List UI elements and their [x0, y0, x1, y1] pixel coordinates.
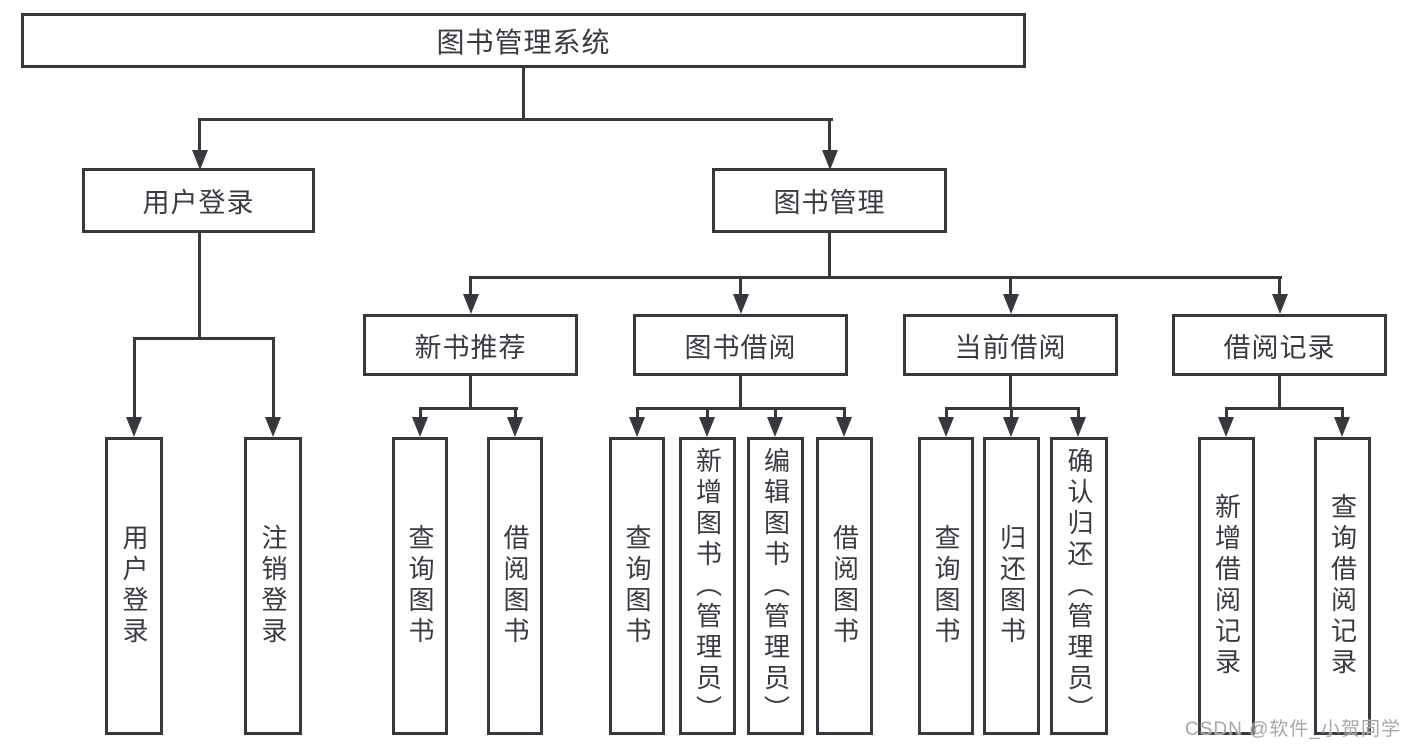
node-book-borrow: 图书借阅 — [633, 314, 848, 376]
node-borrow-records: 借阅记录 — [1172, 314, 1387, 376]
arrowhead-down-icon — [822, 150, 838, 170]
node-root: 图书管理系统 — [21, 13, 1026, 68]
connector-line — [198, 118, 833, 121]
connector-line — [636, 407, 846, 410]
arrowhead-down-icon — [836, 417, 852, 437]
arrowhead-down-icon — [412, 417, 428, 437]
node-book-borrow-label: 图书借阅 — [684, 332, 797, 363]
connector-line — [469, 276, 472, 296]
node-user-login: 用户登录 — [82, 168, 315, 233]
csdn-watermark: CSDN @软件_小贺同学 — [1185, 719, 1401, 740]
arrowhead-down-icon — [126, 417, 142, 437]
connector-line — [1225, 407, 1344, 410]
connector-line — [1077, 407, 1080, 419]
arrowhead-down-icon — [733, 294, 749, 314]
connector-line — [828, 233, 831, 278]
connector-line — [1341, 407, 1344, 419]
arrowhead-down-icon — [192, 150, 208, 170]
leaf-user-login-label: 用户登录 — [119, 524, 149, 648]
connector-line — [636, 407, 639, 419]
leaf-logout-label: 注销登录 — [258, 524, 288, 648]
connector-line — [1010, 407, 1013, 419]
leaf-confirm-return-admin: 确认归还（管理员） — [1050, 437, 1108, 735]
connector-line — [419, 407, 518, 410]
leaf-add-book-admin: 新增图书（管理员） — [679, 437, 736, 735]
connector-line — [828, 118, 831, 152]
leaf-add-borrow-record-label: 新增借阅记录 — [1211, 493, 1242, 679]
leaf-add-book-admin-label: 新增图书（管理员） — [692, 446, 723, 726]
leaf-borrow-books-recommend-label: 借阅图书 — [500, 524, 530, 648]
connector-line — [1009, 376, 1012, 409]
arrowhead-down-icon — [629, 417, 645, 437]
leaf-query-books-current: 查询图书 — [918, 437, 974, 735]
connector-line — [739, 376, 742, 409]
arrowhead-down-icon — [1334, 417, 1350, 437]
connector-line — [843, 407, 846, 419]
leaf-query-books-borrow: 查询图书 — [609, 437, 665, 735]
node-current-borrow-label: 当前借阅 — [954, 332, 1067, 363]
connector-line — [1009, 276, 1012, 296]
connector-line — [272, 337, 275, 419]
connector-line — [1278, 376, 1281, 409]
connector-line — [133, 337, 136, 419]
arrowhead-down-icon — [265, 417, 281, 437]
leaf-add-borrow-record: 新增借阅记录 — [1198, 437, 1255, 735]
arrowhead-down-icon — [463, 294, 479, 314]
node-borrow-records-label: 借阅记录 — [1223, 332, 1336, 363]
connector-line — [706, 407, 709, 419]
arrowhead-down-icon — [507, 417, 523, 437]
leaf-query-books-recommend: 查询图书 — [392, 437, 448, 735]
leaf-return-books-label: 归还图书 — [996, 524, 1027, 648]
leaf-edit-book-admin: 编辑图书（管理员） — [747, 437, 804, 735]
node-root-label: 图书管理系统 — [436, 26, 611, 58]
leaf-query-borrow-record: 查询借阅记录 — [1314, 437, 1371, 735]
leaf-confirm-return-admin-label: 确认归还（管理员） — [1064, 446, 1094, 726]
leaf-borrow-books: 借阅图书 — [816, 437, 873, 735]
leaf-logout: 注销登录 — [244, 437, 302, 735]
leaf-borrow-books-label: 借阅图书 — [829, 524, 860, 648]
arrowhead-down-icon — [1272, 294, 1288, 314]
node-user-login-label: 用户登录 — [142, 188, 255, 218]
node-new-book-recommend: 新书推荐 — [363, 314, 578, 376]
node-new-book-recommend-label: 新书推荐 — [414, 332, 527, 363]
node-book-management-label: 图书管理 — [773, 188, 886, 218]
connector-line — [198, 118, 201, 152]
connector-line — [945, 407, 948, 419]
connector-line — [469, 276, 1282, 279]
leaf-query-books-recommend-label: 查询图书 — [405, 524, 435, 648]
connector-line — [419, 407, 422, 419]
connector-line — [774, 407, 777, 419]
node-book-management: 图书管理 — [712, 168, 947, 233]
leaf-borrow-books-recommend: 借阅图书 — [487, 437, 543, 735]
connector-line — [198, 233, 201, 339]
arrowhead-down-icon — [1003, 417, 1019, 437]
connector-line — [133, 337, 275, 340]
connector-line — [469, 376, 472, 409]
arrowhead-down-icon — [938, 417, 954, 437]
leaf-query-books-current-label: 查询图书 — [931, 524, 961, 648]
connector-line — [522, 68, 525, 120]
leaf-query-borrow-record-label: 查询借阅记录 — [1327, 493, 1358, 679]
connector-line — [514, 407, 517, 419]
connector-line — [1278, 276, 1281, 296]
node-current-borrow: 当前借阅 — [903, 314, 1118, 376]
connector-line — [1225, 407, 1228, 419]
leaf-user-login: 用户登录 — [105, 437, 163, 735]
leaf-return-books: 归还图书 — [983, 437, 1040, 735]
arrowhead-down-icon — [1070, 417, 1086, 437]
connector-line — [739, 276, 742, 296]
arrowhead-down-icon — [1218, 417, 1234, 437]
arrowhead-down-icon — [767, 417, 783, 437]
arrowhead-down-icon — [1003, 294, 1019, 314]
leaf-edit-book-admin-label: 编辑图书（管理员） — [760, 446, 791, 726]
leaf-query-books-borrow-label: 查询图书 — [622, 524, 652, 648]
arrowhead-down-icon — [699, 417, 715, 437]
